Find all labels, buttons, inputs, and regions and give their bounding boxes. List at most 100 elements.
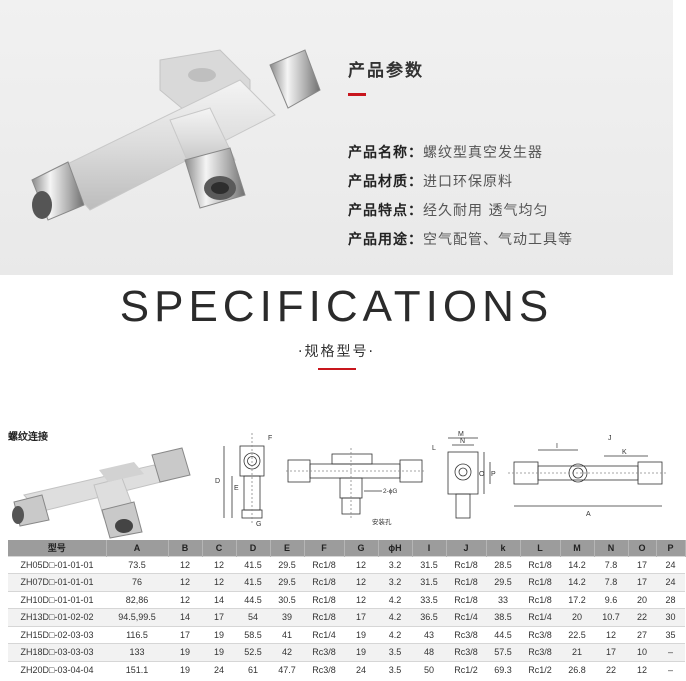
value-cell: Rc1/2 bbox=[446, 660, 486, 679]
value-cell: 36.5 bbox=[412, 608, 446, 626]
value-cell: 10.7 bbox=[594, 608, 628, 626]
table-header-cell: B bbox=[168, 540, 203, 556]
table-header-cell: F bbox=[304, 540, 345, 556]
product-params: 产品参数 产品名称：螺纹型真空发生器 产品材质：进口环保原料 产品特点：经久耐用… bbox=[348, 56, 658, 248]
value-cell: 3.5 bbox=[378, 643, 412, 661]
table-header-cell: G bbox=[344, 540, 379, 556]
value-cell: Rc3/8 bbox=[304, 643, 344, 661]
value-cell: 7.8 bbox=[594, 573, 628, 591]
param-label: 产品材质： bbox=[348, 174, 423, 190]
value-cell: Rc1/8 bbox=[304, 608, 344, 626]
spec-accent-line bbox=[318, 368, 356, 370]
value-cell: 30 bbox=[656, 608, 685, 626]
value-cell: 12 bbox=[168, 590, 202, 609]
value-cell: 4.2 bbox=[378, 590, 412, 609]
value-cell: Rc1/8 bbox=[304, 590, 344, 609]
value-cell: 58.5 bbox=[236, 625, 270, 644]
value-cell: Rc3/8 bbox=[446, 643, 486, 661]
value-cell: 43 bbox=[412, 625, 446, 644]
dim-P: P bbox=[491, 471, 496, 478]
value-cell: 33 bbox=[486, 590, 520, 609]
value-cell: 12 bbox=[202, 555, 236, 574]
params-title: 产品参数 bbox=[348, 61, 424, 81]
value-cell: 52.5 bbox=[236, 643, 270, 661]
param-row: 产品材质：进口环保原料 bbox=[348, 171, 513, 191]
dim-D: D bbox=[215, 478, 220, 485]
dim-A: A bbox=[586, 511, 591, 518]
product-photo bbox=[31, 49, 321, 221]
value-cell: 29.5 bbox=[270, 573, 304, 591]
value-cell: 28.5 bbox=[486, 555, 520, 574]
value-cell: 12 bbox=[168, 573, 202, 591]
value-cell: 19 bbox=[168, 660, 202, 679]
value-cell: 44.5 bbox=[236, 590, 270, 609]
dim-E: E bbox=[234, 485, 239, 492]
value-cell: Rc1/8 bbox=[520, 573, 560, 591]
model-cell: ZH15D□-02-03-03 bbox=[8, 625, 106, 644]
value-cell: 69.3 bbox=[486, 660, 520, 679]
value-cell: 12 bbox=[628, 660, 656, 679]
value-cell: 38.5 bbox=[486, 608, 520, 626]
value-cell: 17.2 bbox=[560, 590, 594, 609]
value-cell: 133 bbox=[106, 643, 168, 661]
value-cell: 17 bbox=[628, 573, 656, 591]
value-cell: 31.5 bbox=[412, 573, 446, 591]
dim-M: M bbox=[458, 431, 464, 438]
value-cell: 39 bbox=[270, 608, 304, 626]
value-cell: 12 bbox=[202, 573, 236, 591]
spec-title: SPECIFICATIONS bbox=[119, 282, 554, 331]
value-cell: 14.2 bbox=[560, 573, 594, 591]
value-cell: – bbox=[656, 643, 685, 661]
top-view-drawing: I J K A bbox=[508, 435, 668, 518]
value-cell: Rc3/8 bbox=[446, 625, 486, 644]
table-header-cell: N bbox=[594, 540, 629, 556]
value-cell: 31.5 bbox=[412, 555, 446, 574]
model-cell: ZH07D□-01-01-01 bbox=[8, 573, 106, 591]
value-cell: 29.5 bbox=[486, 573, 520, 591]
value-cell: 12 bbox=[344, 590, 378, 609]
value-cell: 22 bbox=[594, 660, 628, 679]
param-value: 进口环保原料 bbox=[423, 174, 513, 190]
value-cell: 14 bbox=[202, 590, 236, 609]
dim-O: O bbox=[479, 471, 485, 478]
dim-I: I bbox=[556, 443, 558, 450]
dim-F: F bbox=[268, 435, 272, 442]
table-header-cell: O bbox=[628, 540, 657, 556]
value-cell: Rc3/8 bbox=[520, 625, 560, 644]
value-cell: 3.5 bbox=[378, 660, 412, 679]
value-cell: 12 bbox=[168, 555, 202, 574]
value-cell: 47.7 bbox=[270, 660, 304, 679]
value-cell: Rc1/8 bbox=[520, 590, 560, 609]
value-cell: 19 bbox=[202, 643, 236, 661]
value-cell: 17 bbox=[628, 555, 656, 574]
value-cell: 26.8 bbox=[560, 660, 594, 679]
table-header-cell: P bbox=[656, 540, 686, 556]
value-cell: 12 bbox=[344, 573, 378, 591]
value-cell: 14.2 bbox=[560, 555, 594, 574]
value-cell: 4.2 bbox=[378, 625, 412, 644]
value-cell: Rc1/8 bbox=[304, 573, 344, 591]
table-header-cell: L bbox=[520, 540, 561, 556]
value-cell: 94.5,99.5 bbox=[106, 608, 168, 626]
value-cell: 19 bbox=[202, 625, 236, 644]
end-view-drawing: M N L O P bbox=[432, 431, 496, 519]
model-cell: ZH10D□-01-01-01 bbox=[8, 590, 106, 609]
value-cell: 4.2 bbox=[378, 608, 412, 626]
value-cell: 73.5 bbox=[106, 555, 168, 574]
value-cell: 27 bbox=[628, 625, 656, 644]
table-header-cell: 型号 bbox=[8, 540, 107, 556]
param-row: 产品特点：经久耐用 透气均匀 bbox=[348, 200, 548, 220]
value-cell: Rc1/2 bbox=[520, 660, 560, 679]
value-cell: 14 bbox=[168, 608, 202, 626]
param-label: 产品名称： bbox=[348, 145, 423, 161]
value-cell: 41.5 bbox=[236, 555, 270, 574]
value-cell: 7.8 bbox=[594, 555, 628, 574]
value-cell: 20 bbox=[560, 608, 594, 626]
value-cell: 22.5 bbox=[560, 625, 594, 644]
param-value: 空气配管、气动工具等 bbox=[423, 232, 573, 248]
